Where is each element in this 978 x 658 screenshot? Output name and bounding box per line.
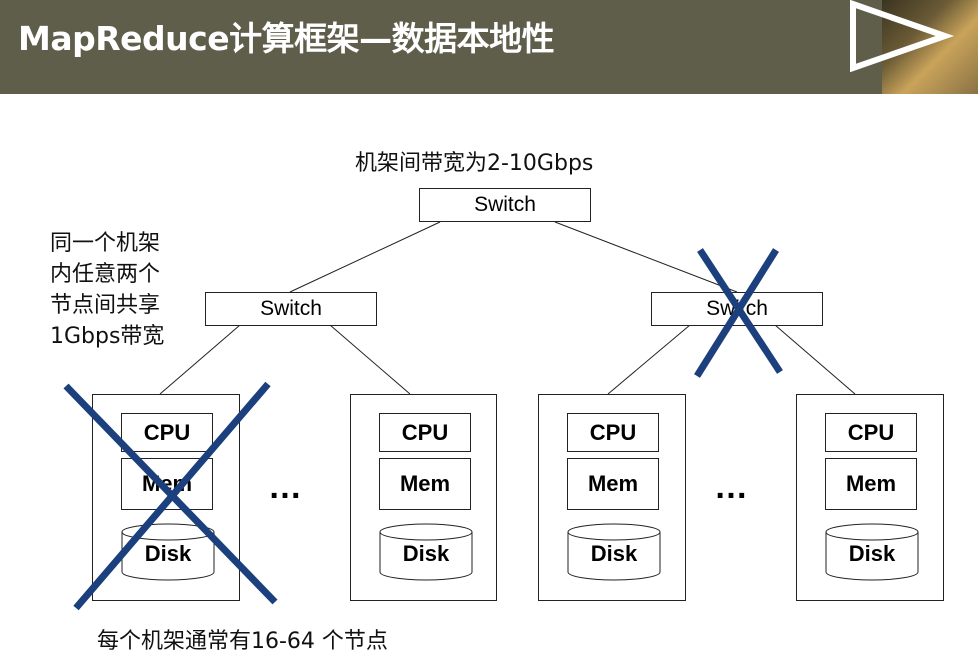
intra-rack-bandwidth-note: 同一个机架 内任意两个 节点间共享 1Gbps带宽 [50, 228, 164, 352]
disk-label: Disk [144, 541, 192, 566]
rack-switch-left: Switch [205, 292, 377, 326]
disk-cylinder: Disk [825, 523, 919, 581]
disk-label: Disk [590, 541, 638, 566]
disk-label: Disk [848, 541, 896, 566]
disk-icon [567, 523, 661, 581]
more-nodes-ellipsis: … [714, 468, 749, 506]
cpu-box: CPU [567, 413, 659, 452]
cross-icon [73, 381, 271, 611]
slide-title: MapReduce计算框架—数据本地性 [18, 19, 555, 58]
core-switch: Switch [419, 188, 591, 222]
more-nodes-ellipsis: … [268, 468, 303, 506]
note-line: 内任意两个 [50, 262, 161, 287]
note-line: 节点间共享 [50, 293, 161, 318]
header-bar: MapReduce计算框架—数据本地性 [0, 0, 978, 94]
disk-icon [379, 523, 473, 581]
nodes-per-rack-note: 每个机架通常有16-64 个节点 [97, 629, 388, 654]
cpu-box: CPU [379, 413, 471, 452]
play-arrow-icon [850, 0, 955, 73]
disk-icon [825, 523, 919, 581]
inter-rack-bandwidth-note: 机架间带宽为2-10Gbps [355, 151, 594, 176]
note-line: 同一个机架 [50, 231, 161, 256]
note-line: 1Gbps带宽 [50, 324, 165, 349]
cpu-box: CPU [825, 413, 917, 452]
mem-box: Mem [567, 458, 659, 510]
disk-cylinder: Disk [379, 523, 473, 581]
disk-label: Disk [402, 541, 450, 566]
server-node-2: CPU Mem Disk [350, 394, 497, 601]
cross-icon [694, 248, 779, 378]
server-node-3: CPU Mem Disk [538, 394, 686, 601]
cpu-box: CPU [121, 413, 213, 452]
server-node-4: CPU Mem Disk [796, 394, 944, 601]
disk-cylinder: Disk [567, 523, 661, 581]
mem-box: Mem [379, 458, 471, 510]
header-photo [882, 0, 978, 94]
mem-box: Mem [825, 458, 917, 510]
